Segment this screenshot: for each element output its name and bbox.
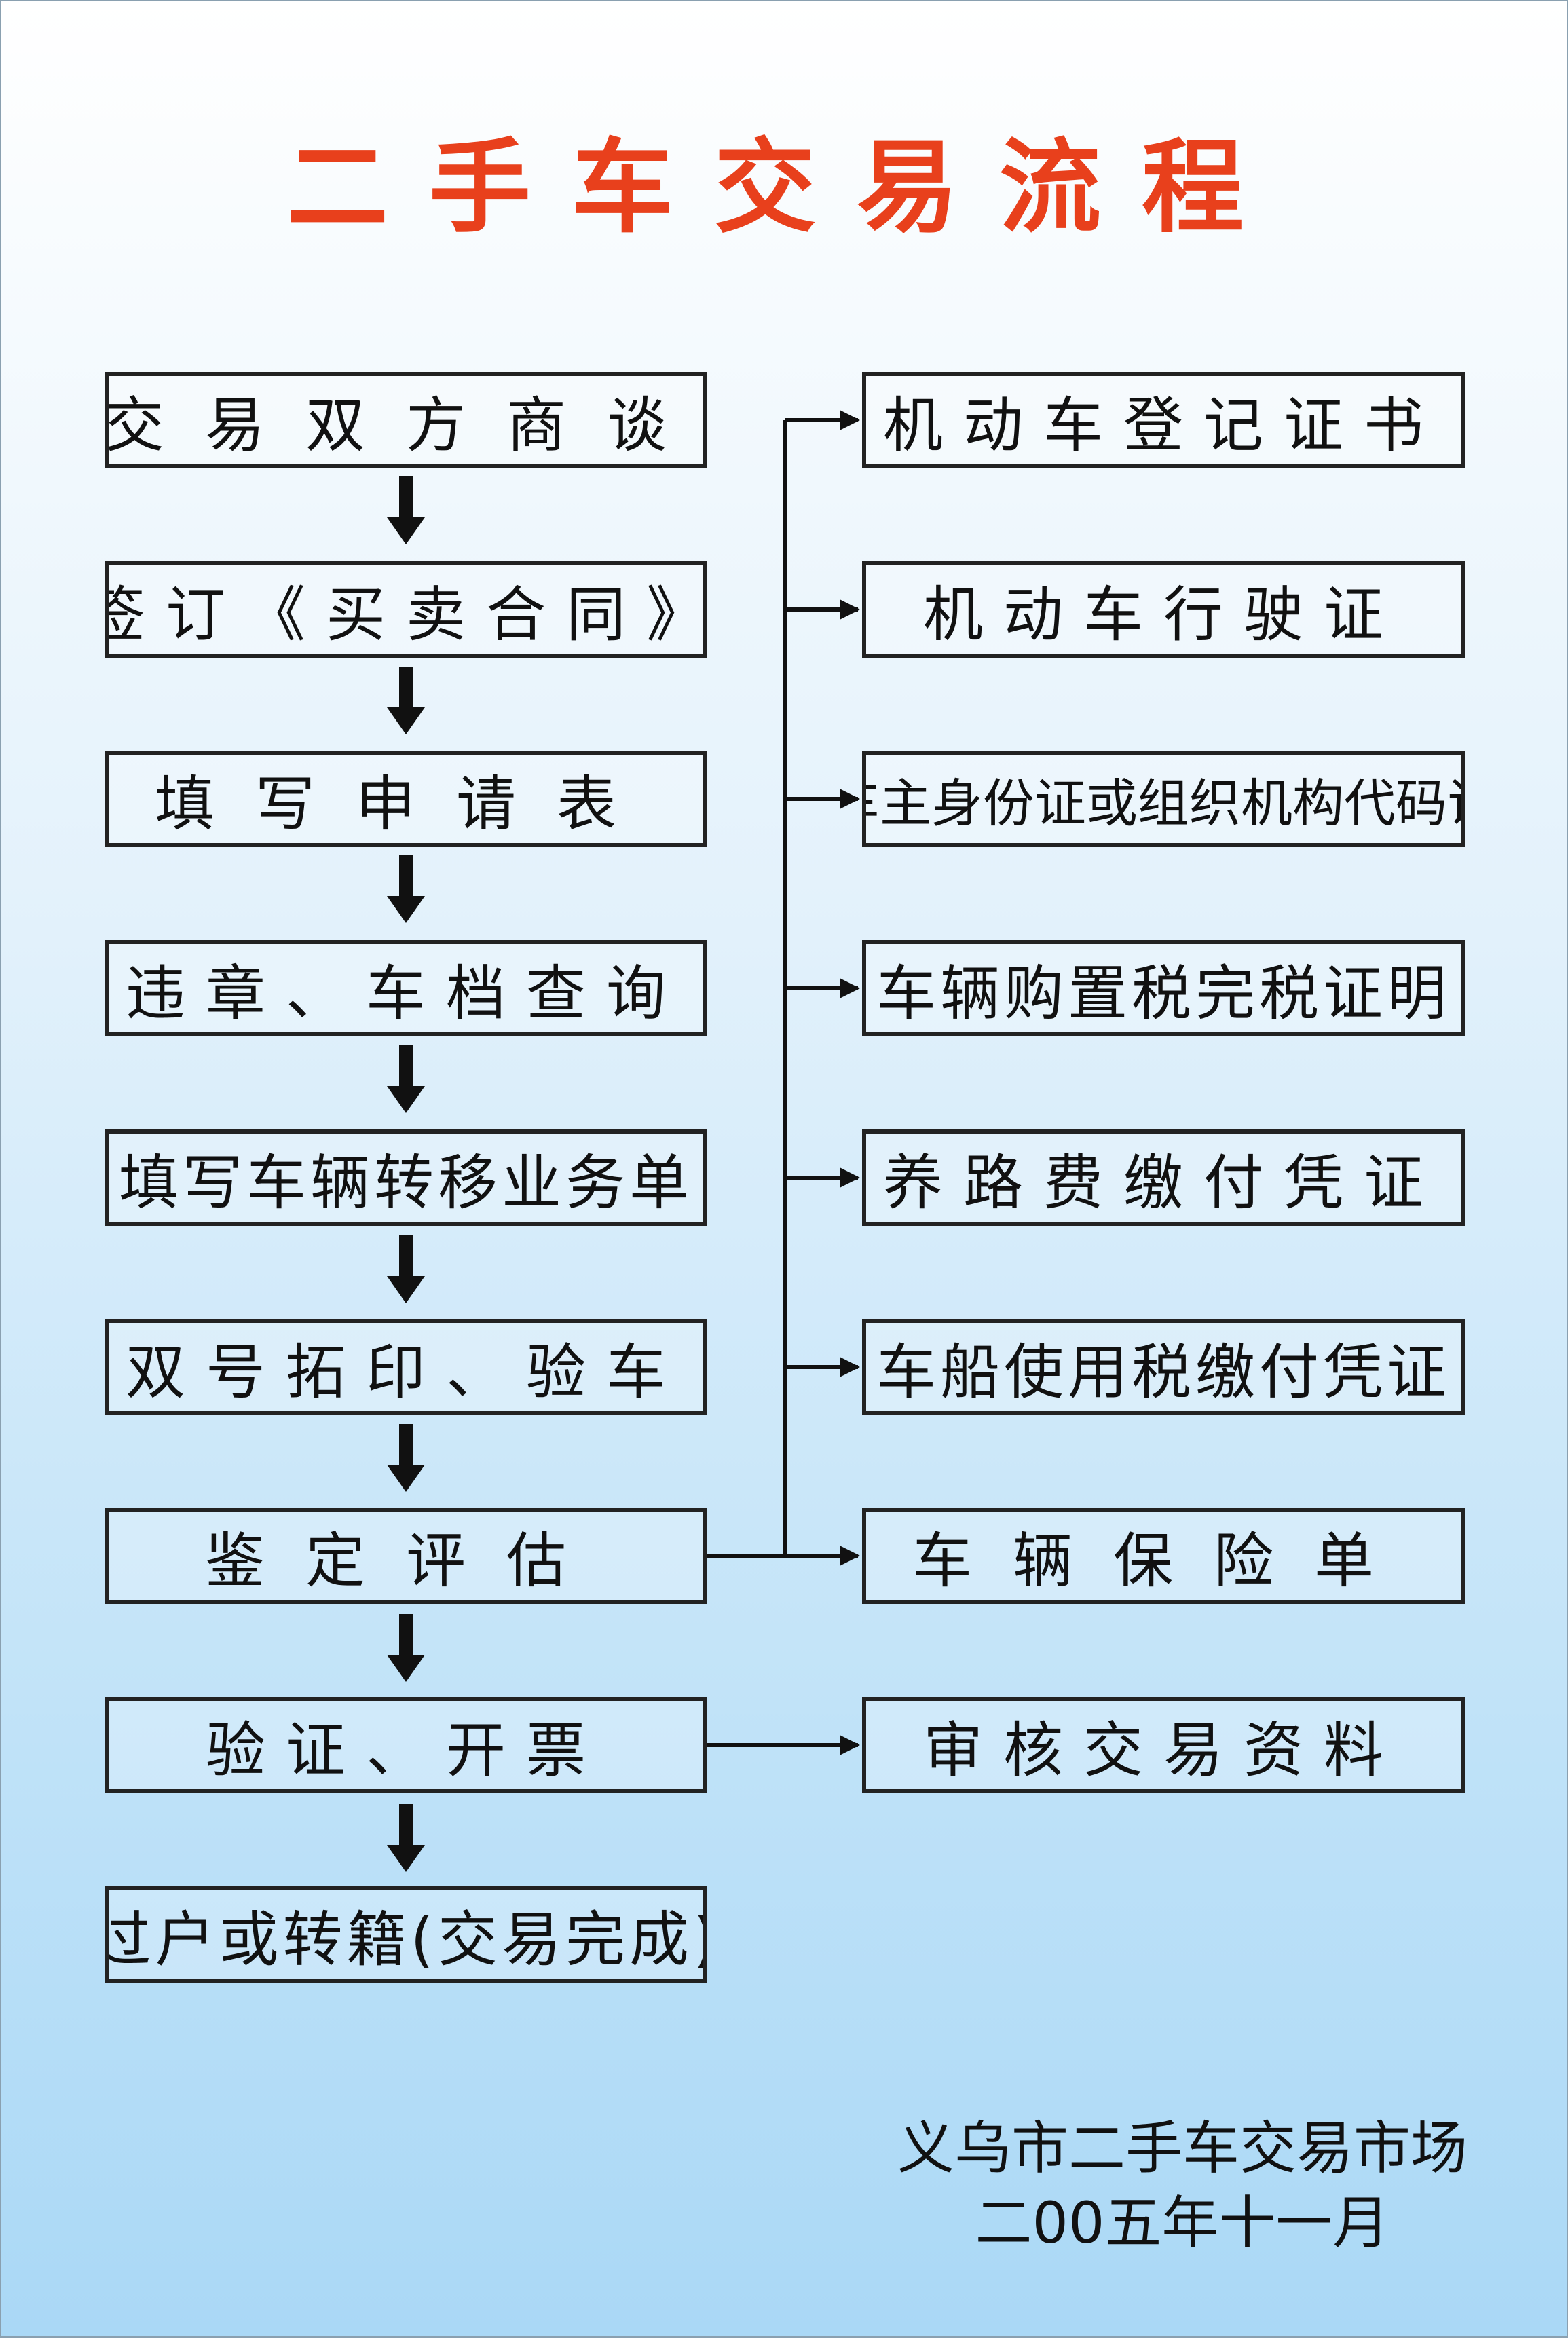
down-arrow-2 (387, 667, 425, 734)
step-label: 验证、开票 (205, 1715, 606, 1785)
doc-insurance: 车辆保险单 (862, 1508, 1465, 1604)
step-application-form: 填写申请表 (105, 751, 707, 847)
step-label: 填写车辆转移业务单 (118, 1147, 693, 1218)
step-label: 填写申请表 (154, 768, 657, 839)
step-sign-contract: 签订《买卖合同》 (105, 561, 707, 658)
footer-date: 二00五年十一月 (975, 2190, 1390, 2256)
down-arrow-7 (387, 1614, 425, 1682)
doc-purchase-tax: 车辆购置税完税证明 (862, 940, 1465, 1036)
step-verify-invoice: 验证、开票 (105, 1697, 707, 1793)
doc-label: 车辆购置税完税证明 (876, 958, 1451, 1028)
step-label: 交易双方商谈 (105, 390, 707, 460)
down-arrows (387, 476, 425, 1872)
doc-label: 车船使用税缴付凭证 (876, 1336, 1451, 1407)
step-label: 违章、车档查询 (125, 958, 686, 1028)
footer-org: 义乌市二手车交易市场 (897, 2115, 1468, 2182)
doc-vehicle-tax: 车船使用税缴付凭证 (862, 1319, 1465, 1415)
doc-label: 审核交易资料 (922, 1715, 1404, 1785)
poster-title: 二手车交易流程 (286, 129, 1284, 247)
doc-label: 机动车登记证书 (882, 390, 1444, 460)
doc-label: 机动车行驶证 (922, 579, 1404, 650)
doc-owner-id: 车主身份证或组织机构代码证 (862, 751, 1465, 847)
step-inspection: 双号拓印、验车 (105, 1319, 707, 1415)
doc-label: 车主身份证或组织机构代码证 (866, 773, 1465, 834)
down-arrow-3 (387, 855, 425, 923)
footer: 义乌市二手车交易市场 二00五年十一月 (843, 2111, 1522, 2260)
step-violation-query: 违章、车档查询 (105, 940, 707, 1036)
step-label: 签订《买卖合同》 (105, 579, 707, 650)
step-negotiate: 交易双方商谈 (105, 372, 707, 468)
step-review-documents: 审核交易资料 (862, 1697, 1465, 1793)
down-arrow-8 (387, 1804, 425, 1872)
step-appraisal: 鉴定评估 (105, 1508, 707, 1604)
step-label: 双号拓印、验车 (125, 1336, 686, 1407)
down-arrow-4 (387, 1045, 425, 1113)
down-arrow-6 (387, 1424, 425, 1492)
doc-registration-certificate: 机动车登记证书 (862, 372, 1465, 468)
doc-label: 养路费缴付凭证 (882, 1147, 1444, 1218)
doc-driving-license: 机动车行驶证 (862, 561, 1465, 658)
down-arrow-5 (387, 1235, 425, 1303)
step-label: 鉴定评估 (204, 1525, 607, 1596)
step-label: 过户或转籍(交易完成) (105, 1904, 707, 1975)
step-transfer-complete: 过户或转籍(交易完成) (105, 1886, 707, 1983)
down-arrow-1 (387, 476, 425, 544)
document-branch (707, 410, 860, 1755)
doc-label: 车辆保险单 (912, 1525, 1415, 1596)
doc-road-fee: 养路费缴付凭证 (862, 1129, 1465, 1226)
step-transfer-form: 填写车辆转移业务单 (105, 1129, 707, 1226)
